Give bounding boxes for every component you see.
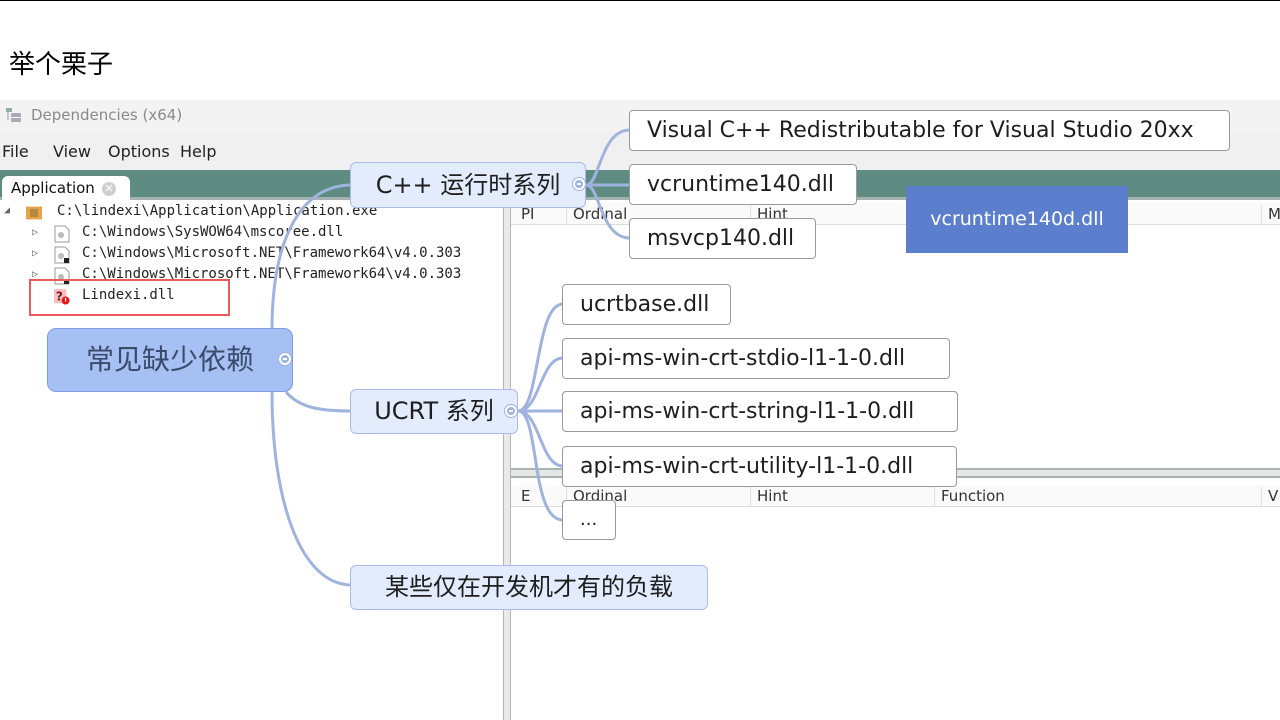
module-tree: ◢ C:\lindexi\Application\Application.exe… [0,203,503,720]
branch-ucrt[interactable]: UCRT 系列 [350,389,518,434]
leaf-label: api-ms-win-crt-utility-l1-1-0.dll [580,454,914,479]
column-pi[interactable]: PI [521,205,535,223]
leaf-vcruntime140[interactable]: vcruntime140.dll [629,164,857,205]
leaf-more[interactable]: ... [562,500,616,540]
leaf-label: Visual C++ Redistributable for Visual St… [647,118,1194,143]
tree-row[interactable]: ▷ C:\Windows\SysWOW64\mscoree.dll [0,224,503,244]
svg-text:?: ? [56,289,63,304]
column-e[interactable]: E [521,487,531,505]
leaf-label: vcruntime140.dll [647,172,834,197]
leaf-label: ucrtbase.dll [580,292,710,317]
root-label: 常见缺少依赖 [85,343,254,376]
menu-options[interactable]: Options [108,142,170,161]
column-ordinal[interactable]: Ordinal [566,205,627,225]
slide-title: 举个栗子 [9,50,114,80]
collapse-icon[interactable] [279,353,291,365]
column-module[interactable]: M [1261,205,1280,225]
branch-label: 某些仅在开发机才有的负载 [385,573,673,601]
expanded-triangle-icon[interactable]: ◢ [4,205,11,216]
collapse-icon[interactable] [573,178,585,190]
tab-application[interactable]: Application ✕ [2,176,130,200]
branch-dev-only-workload[interactable]: 某些仅在开发机才有的负载 [350,565,708,610]
leaf-crt-utility[interactable]: api-ms-win-crt-utility-l1-1-0.dll [562,446,957,487]
window-title: Dependencies (x64) [31,106,183,124]
leaf-ucrtbase[interactable]: ucrtbase.dll [562,284,731,325]
tree-label: Lindexi.dll [82,287,175,303]
collapsed-triangle-icon[interactable]: ▷ [32,269,39,280]
leaf-label: api-ms-win-crt-stdio-l1-1-0.dll [580,346,906,371]
column-hint[interactable]: Hint [750,487,788,507]
column-virtual-address[interactable]: V [1261,487,1278,507]
slide-top-border [0,0,1280,1]
collapsed-triangle-icon[interactable]: ▷ [32,248,39,259]
tree-label: C:\Windows\Microsoft.NET\Framework64\v4.… [82,245,462,261]
leaf-label: msvcp140.dll [647,226,795,251]
dll-icon [54,246,70,264]
debug-runtime-callout: vcruntime140d.dll [906,186,1128,253]
tab-label: Application [11,179,95,197]
menu-file[interactable]: File [2,142,29,161]
dll-icon [54,225,70,243]
menu-help[interactable]: Help [180,142,217,161]
menu-view[interactable]: View [53,142,91,161]
branch-label: C++ 运行时系列 [375,171,561,199]
tree-label: C:\lindexi\Application\Application.exe [57,203,378,219]
imports-header: PI Ordinal Hint M [511,203,1280,225]
exe-icon [26,206,42,220]
branch-cpp-runtime[interactable]: C++ 运行时系列 [350,162,586,208]
close-icon[interactable]: ✕ [102,182,116,196]
callout-label: vcruntime140d.dll [930,208,1104,230]
missing-dll-icon: ? [54,289,70,305]
collapsed-triangle-icon[interactable]: ▷ [32,227,39,238]
leaf-label: ... [580,509,598,530]
tree-label: C:\Windows\SysWOW64\mscoree.dll [82,224,344,240]
vertical-splitter[interactable] [503,203,511,720]
leaf-crt-string[interactable]: api-ms-win-crt-string-l1-1-0.dll [562,391,958,432]
leaf-vc-redist[interactable]: Visual C++ Redistributable for Visual St… [629,110,1230,151]
branch-label: UCRT 系列 [374,397,494,425]
leaf-crt-stdio[interactable]: api-ms-win-crt-stdio-l1-1-0.dll [562,338,950,379]
tree-row[interactable]: ▷ C:\Windows\Microsoft.NET\Framework64\v… [0,245,503,265]
leaf-msvcp140[interactable]: msvcp140.dll [629,218,816,259]
app-icon [6,108,21,122]
column-function[interactable]: Function [934,487,1005,507]
leaf-label: api-ms-win-crt-string-l1-1-0.dll [580,399,915,424]
mindmap-root-node[interactable]: 常见缺少依赖 [47,328,293,392]
tree-row-missing[interactable]: ? Lindexi.dll [0,287,503,307]
collapse-icon[interactable] [505,405,517,417]
exports-header: E Ordinal Hint Function V [511,485,1280,507]
missing-dll-highlight [29,279,230,316]
